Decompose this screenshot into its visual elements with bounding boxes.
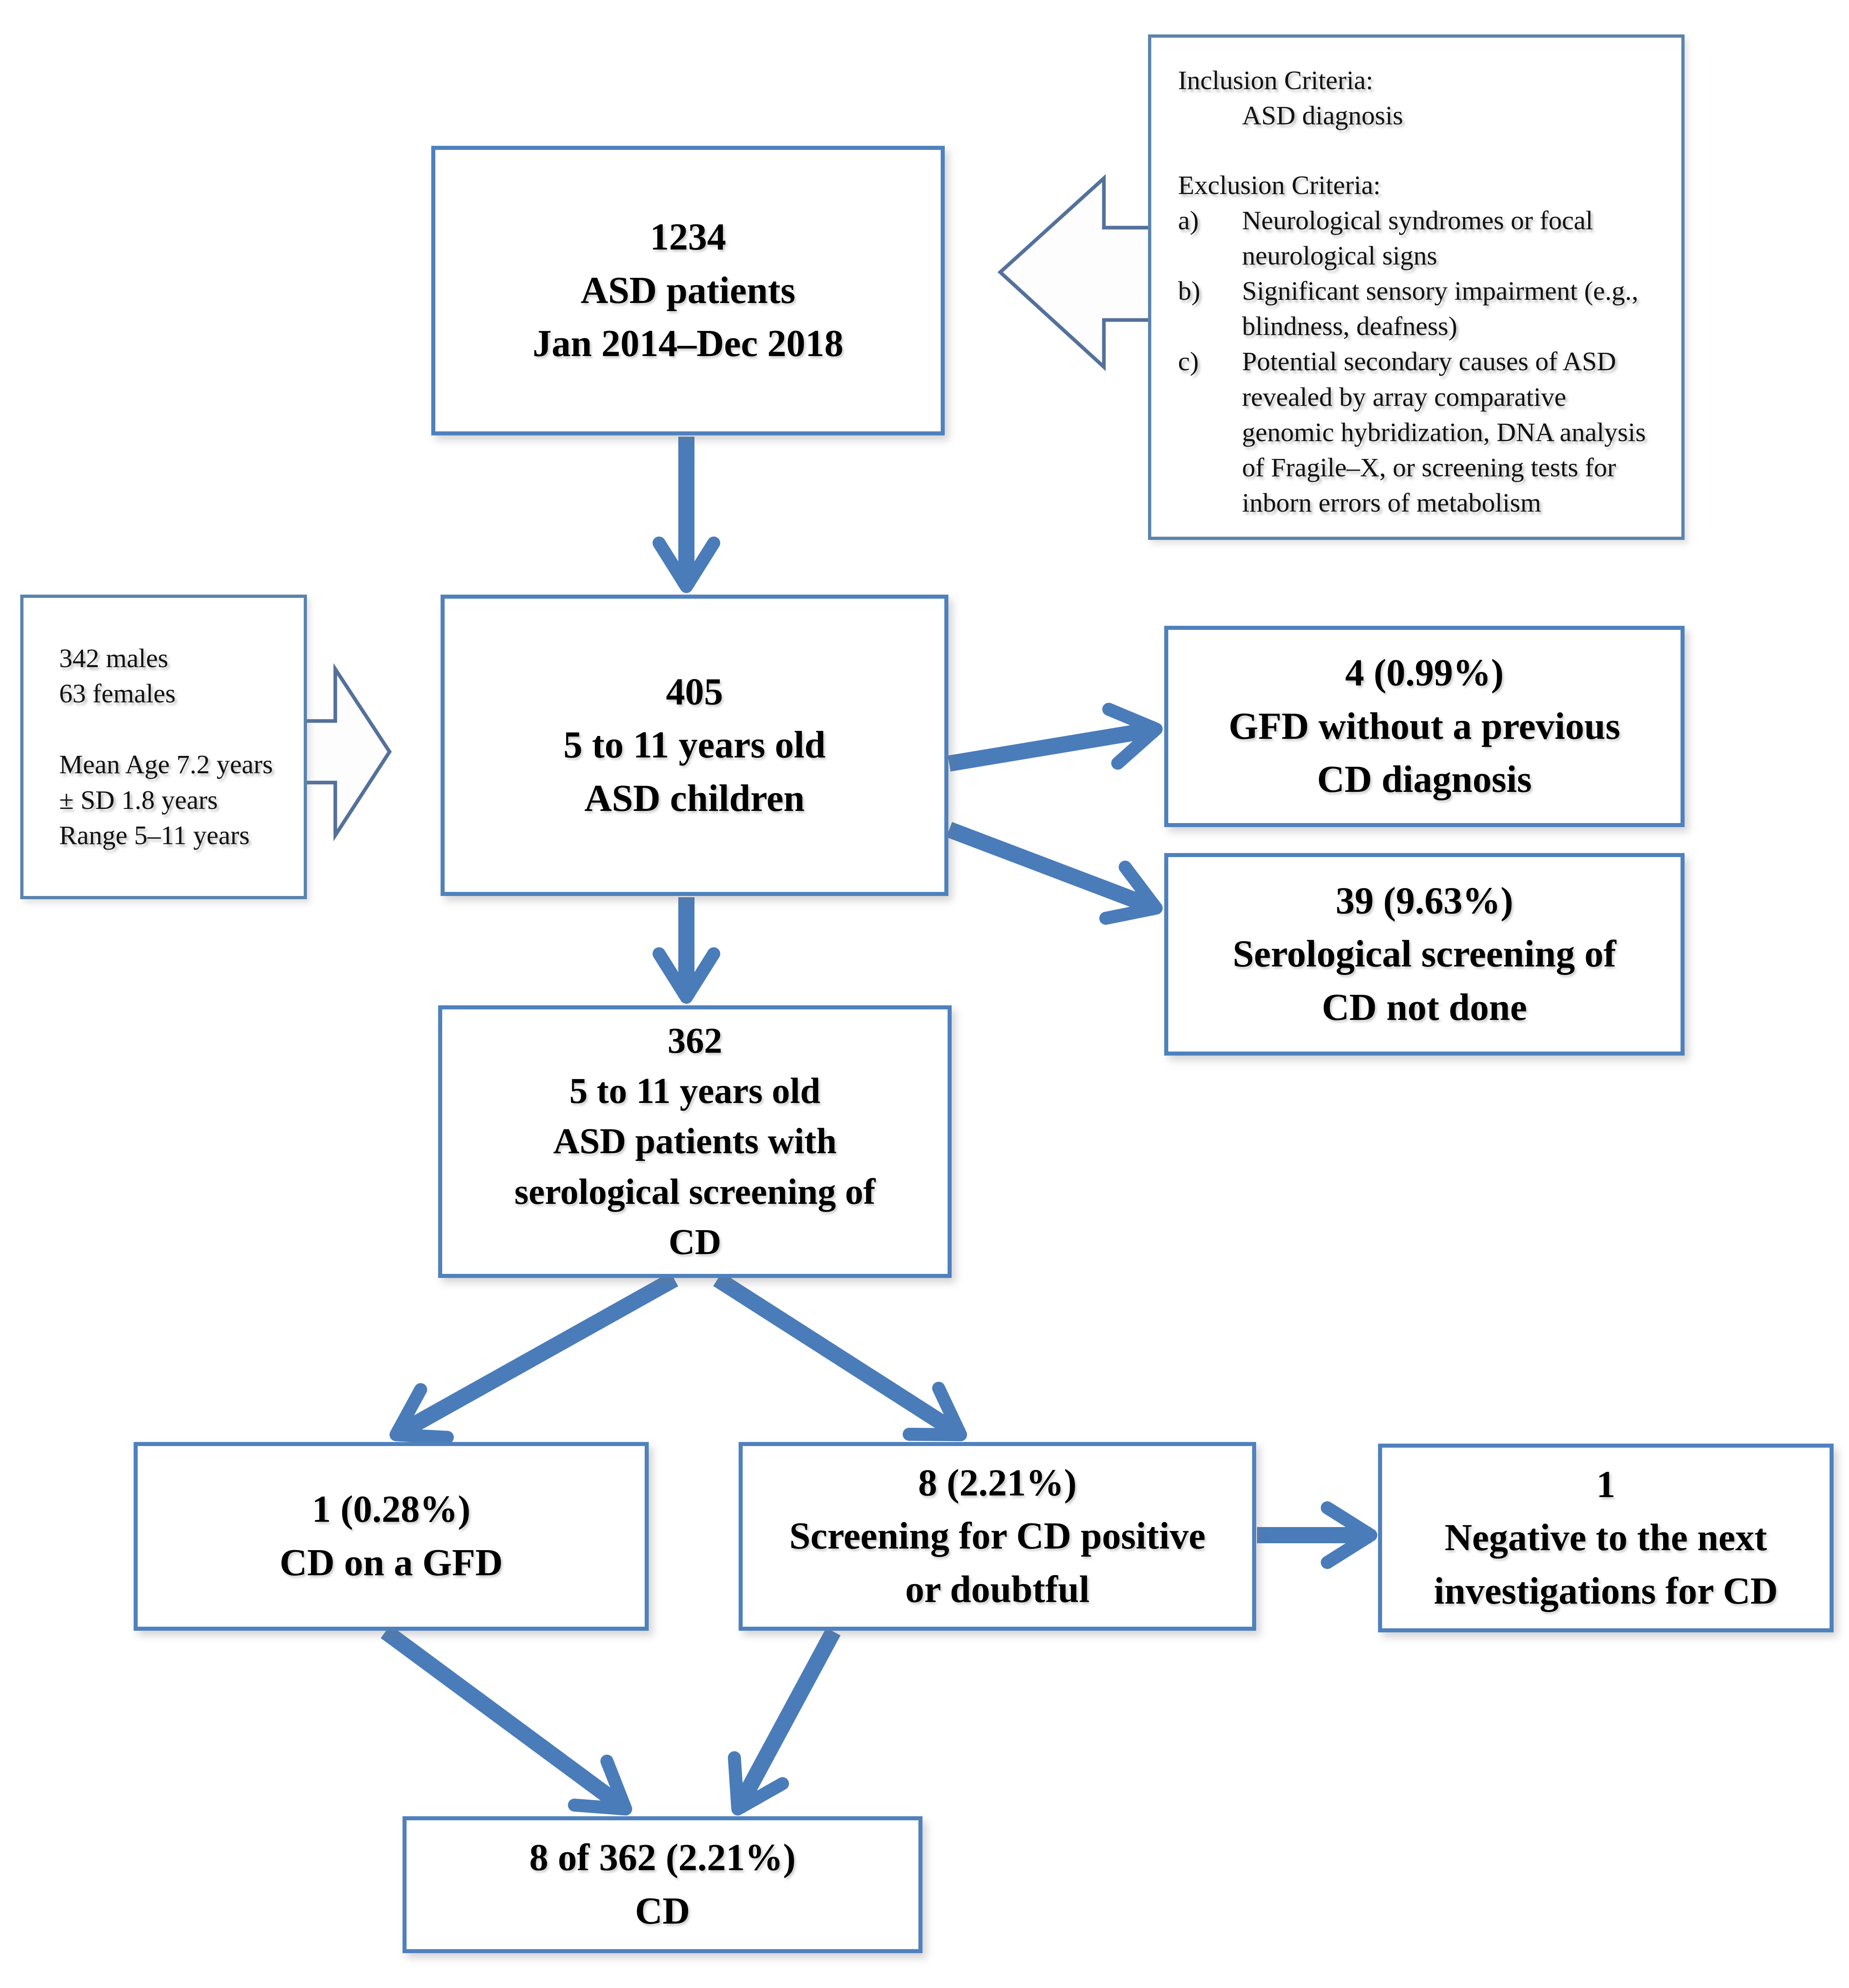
box-line: 362 [667,1021,722,1061]
arrow-405-to-gfd-icon [948,702,1163,772]
box-line: ± SD 1.8 years [59,785,218,815]
criteria-item-marker: a) [1178,206,1199,236]
criteria-item-marker: b) [1178,276,1200,306]
box-line: CD [635,1890,690,1932]
arrow-362-to-cdgfd-icon [389,1272,678,1444]
box-criteria: Inclusion Criteria: ASD diagnosis Exclus… [1148,34,1685,540]
box-screening-not-done: 39 (9.63%) Serological screening of CD n… [1164,853,1685,1056]
box-line: or doubtful [905,1568,1090,1610]
box-cd-on-gfd: 1 (0.28%) CD on a GFD [134,1442,649,1631]
arrow-405-to-notdone-icon [946,822,1163,925]
criteria-item-b: b) Significant sensory impairment (e.g.,… [1178,273,1662,344]
box-line: ASD patients with [553,1121,837,1162]
box-362-screened: 362 5 to 11 years old ASD patients with … [438,1005,952,1278]
box-line: 1 [1596,1463,1615,1506]
criteria-inclusion-item: ASD diagnosis [1242,101,1403,131]
box-line: 5 to 11 years old [563,724,826,766]
arrow-362-to-screenpos-icon [713,1272,967,1442]
box-line: CD diagnosis [1317,758,1532,801]
box-screening-positive: 8 (2.21%) Screening for CD positive or d… [739,1442,1256,1631]
criteria-item-marker: c) [1178,347,1199,377]
box-line: 1 (0.28%) [312,1488,471,1531]
box-line: CD on a GFD [279,1542,503,1584]
criteria-item-text: Significant sensory impairment (e.g., bl… [1242,276,1638,341]
arrow-screenpos-to-final-icon [728,1628,841,1816]
box-line: Jan 2014–Dec 2018 [533,322,844,365]
box-negative-next: 1 Negative to the next investigations fo… [1378,1444,1834,1632]
box-line: 342 males [59,644,168,674]
criteria-item-text: Potential secondary causes of ASD reveal… [1242,347,1646,518]
box-line: Mean Age 7.2 years [59,750,273,780]
box-demographics: 342 males 63 females Mean Age 7.2 years … [20,595,307,899]
box-405-children: 405 5 to 11 years old ASD children [441,595,948,896]
block-arrow-demographics-to-405-icon [302,663,392,842]
box-line: Negative to the next [1444,1517,1767,1559]
criteria-exclusion-title: Exclusion Criteria: [1178,170,1381,200]
box-final-cd: 8 of 362 (2.21%) CD [403,1816,922,1953]
box-line: 5 to 11 years old [569,1071,820,1111]
criteria-spacer [1178,133,1662,168]
block-arrow-criteria-to-top-icon [997,174,1153,371]
box-line: 1234 [650,216,726,258]
box-line: Serological screening of [1233,933,1616,975]
box-line: ASD children [584,777,805,819]
box-line: 39 (9.63%) [1336,879,1513,922]
criteria-item-text: Neurological syndromes or focal neurolog… [1242,206,1593,271]
arrow-cdgfd-to-final-icon [381,1625,633,1816]
box-asd-patients: 1234 ASD patients Jan 2014–Dec 2018 [431,146,945,435]
box-line: 63 females [59,679,176,709]
box-line: investigations for CD [1434,1570,1778,1612]
criteria-item-c: c) Potential secondary causes of ASD rev… [1178,344,1662,520]
box-line: GFD without a previous [1228,705,1621,747]
criteria-inclusion-title: Inclusion Criteria: [1178,66,1374,95]
box-line: CD not done [1322,986,1527,1028]
box-line: serological screening of [514,1171,876,1212]
box-line: 405 [666,670,723,713]
box-line: ASD patients [580,269,796,311]
box-line: Range 5–11 years [59,820,250,850]
criteria-item-a: a) Neurological syndromes or focal neuro… [1178,203,1662,273]
box-line: 4 (0.99%) [1345,652,1504,694]
box-line: CD [669,1222,721,1262]
box-line: 8 of 362 (2.21%) [529,1837,796,1879]
box-line: Screening for CD positive [789,1515,1206,1557]
box-gfd-no-diagnosis: 4 (0.99%) GFD without a previous CD diag… [1164,626,1685,827]
box-line: 8 (2.21%) [918,1461,1077,1504]
